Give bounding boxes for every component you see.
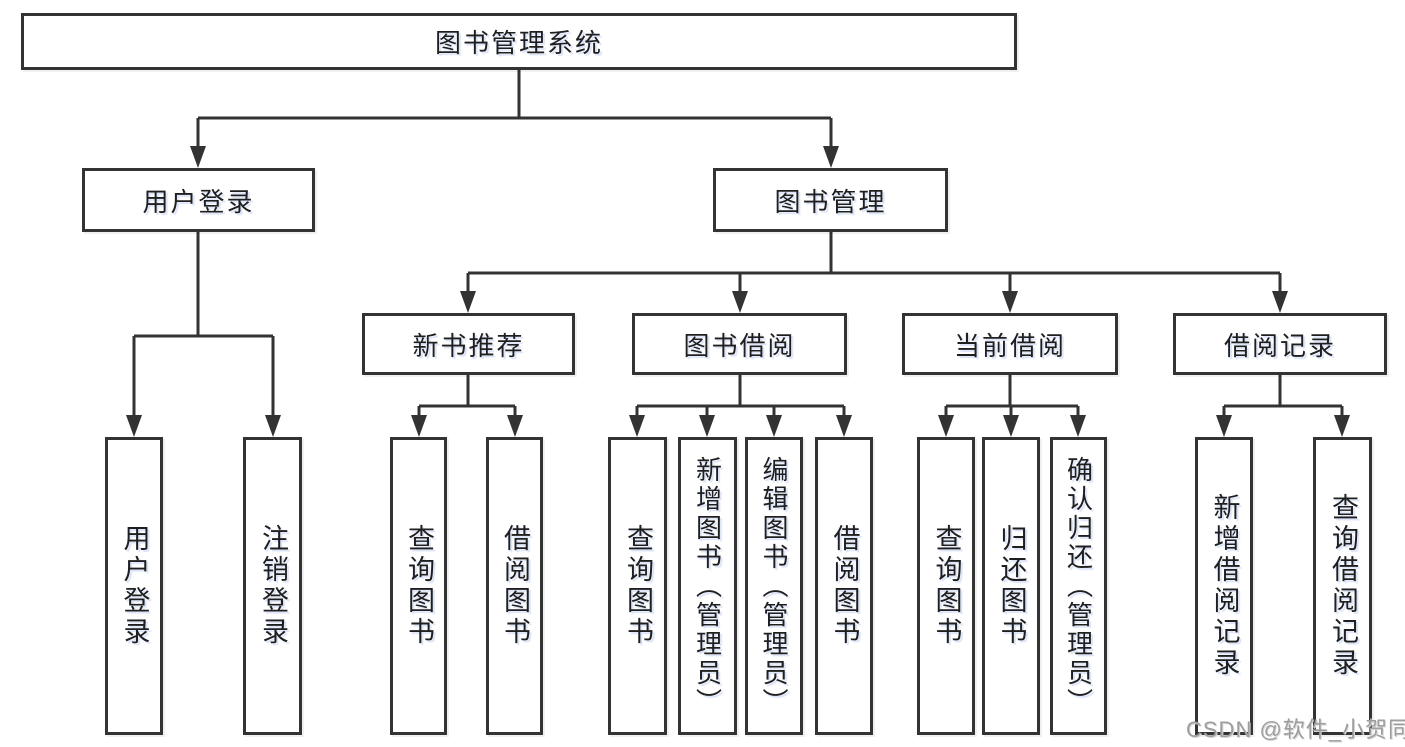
node-borrowing-records: 借阅记录 — [1173, 313, 1387, 375]
leaf-query-book-borrow: 查询图书 — [608, 437, 667, 735]
leaf-add-borrow-record: 新增借阅记录 — [1195, 437, 1253, 735]
leaf-edit-book-admin: 编辑图书（管理员） — [745, 437, 803, 735]
leaf-borrow-book-recommend: 借阅图书 — [486, 437, 543, 735]
node-book-management-label: 图书管理 — [774, 186, 887, 217]
leaf-query-book-borrow-label: 查询图书 — [623, 524, 653, 648]
leaf-confirm-return-admin: 确认归还（管理员） — [1050, 437, 1107, 735]
leaf-add-book-admin-label: 新增图书（管理员） — [692, 455, 723, 717]
leaf-confirm-return-admin-label: 确认归还（管理员） — [1063, 455, 1094, 717]
leaf-query-borrow-record: 查询借阅记录 — [1313, 437, 1372, 735]
leaf-query-book-current: 查询图书 — [917, 437, 975, 735]
leaf-query-book-recommend: 查询图书 — [390, 437, 447, 735]
watermark: CSDN @软件_小贺同学 — [1186, 717, 1405, 742]
leaf-borrow-book-recommend-label: 借阅图书 — [500, 524, 530, 648]
node-book-borrowing-label: 图书借阅 — [683, 330, 796, 361]
leaf-add-book-admin: 新增图书（管理员） — [678, 437, 737, 735]
node-user-login: 用户登录 — [82, 168, 315, 232]
node-book-management: 图书管理 — [713, 168, 948, 232]
leaf-logout-label: 注销登录 — [258, 524, 288, 648]
node-borrowing-records-label: 借阅记录 — [1223, 330, 1336, 361]
leaf-query-borrow-record-label: 查询借阅记录 — [1328, 493, 1358, 679]
leaf-add-borrow-record-label: 新增借阅记录 — [1209, 493, 1240, 679]
leaf-return-book-label: 归还图书 — [996, 524, 1027, 648]
leaf-user-login-label: 用户登录 — [119, 524, 150, 648]
node-current-borrowing: 当前借阅 — [902, 313, 1118, 375]
node-current-borrowing-label: 当前借阅 — [953, 330, 1066, 361]
node-new-book-recommend-label: 新书推荐 — [412, 330, 525, 361]
leaf-edit-book-admin-label: 编辑图书（管理员） — [759, 455, 789, 717]
leaf-query-book-recommend-label: 查询图书 — [404, 524, 434, 648]
leaf-borrow-book-label: 借阅图书 — [829, 524, 860, 648]
node-user-login-label: 用户登录 — [142, 186, 255, 217]
leaf-borrow-book: 借阅图书 — [815, 437, 873, 735]
leaf-logout: 注销登录 — [243, 437, 302, 735]
node-root: 图书管理系统 — [21, 13, 1017, 70]
leaf-return-book: 归还图书 — [982, 437, 1040, 735]
leaf-query-book-current-label: 查询图书 — [931, 524, 962, 648]
leaf-user-login: 用户登录 — [105, 437, 163, 735]
node-root-label: 图书管理系统 — [434, 28, 603, 58]
node-book-borrowing: 图书借阅 — [632, 313, 847, 375]
node-new-book-recommend: 新书推荐 — [362, 313, 575, 375]
